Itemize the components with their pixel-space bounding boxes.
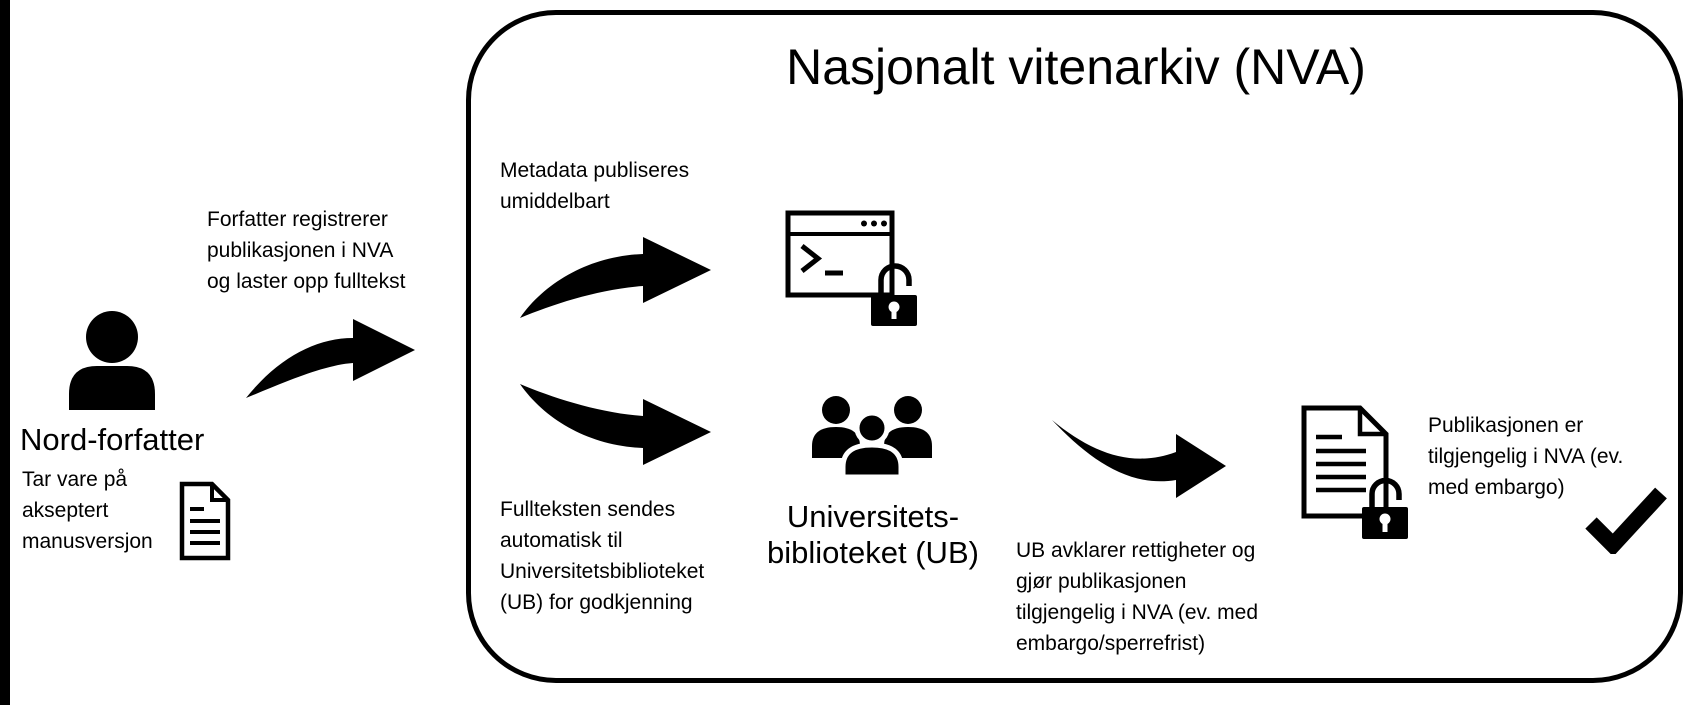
people-group-icon — [812, 396, 932, 480]
metadata-note: Metadata publiseres umiddelbart — [500, 159, 690, 213]
nva-container-box — [466, 10, 1683, 683]
library-label: Universitets- biblioteket (UB) — [767, 499, 979, 570]
terminal-window-open-lock-icon — [785, 210, 917, 326]
document-open-lock-icon — [1301, 405, 1408, 539]
curved-arrow-icon — [246, 319, 415, 398]
published-note: Publikasjonen er tilgjengelig i NVA (ev.… — [1428, 414, 1624, 499]
document-icon — [179, 481, 231, 561]
register-note: Forfatter registrerer publikasjonen i NV… — [207, 208, 406, 293]
author-note: Tar vare på akseptert manusversjon — [22, 468, 153, 553]
ub-clears-note: UB avklarer rettigheter og gjør publikas… — [1016, 539, 1259, 655]
open-lock-icon — [1362, 477, 1408, 539]
open-lock-icon — [871, 263, 917, 326]
checkmark-icon — [1585, 487, 1667, 554]
curved-arrow-icon — [520, 384, 711, 465]
author-name: Nord-forfatter — [20, 422, 205, 457]
curved-arrow-icon — [520, 237, 711, 318]
fulltext-note: Fullteksten sendes automatisk til Univer… — [500, 498, 705, 614]
nva-title: Nasjonalt vitenarkiv (NVA) — [786, 39, 1366, 95]
curved-arrow-icon — [1052, 420, 1226, 498]
person-icon — [69, 311, 155, 410]
left-edge-bar — [0, 0, 10, 705]
